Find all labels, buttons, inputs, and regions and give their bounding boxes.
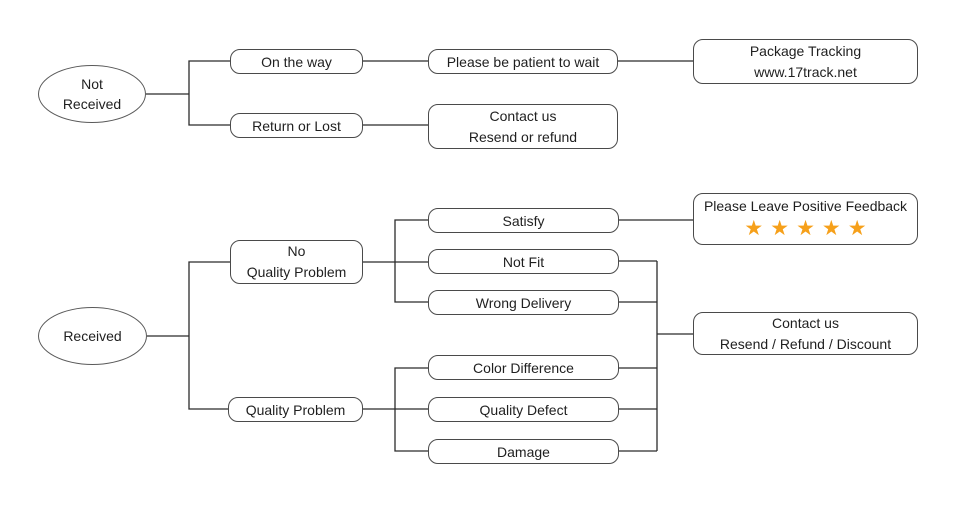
- node-label: Package Tracking www.17track.net: [749, 42, 862, 80]
- node-label: Satisfy: [502, 212, 545, 229]
- node-label: Return or Lost: [252, 117, 341, 134]
- node-wrong-delivery: Wrong Delivery: [428, 290, 619, 315]
- node-satisfy: Satisfy: [428, 208, 619, 233]
- connector-left-bus-upper: [394, 219, 428, 303]
- node-label: Not Received: [62, 76, 122, 112]
- node-color-difference: Color Difference: [428, 355, 619, 380]
- node-label: Contact us Resend / Refund / Discount: [719, 314, 892, 352]
- node-label: Damage: [497, 443, 550, 460]
- node-quality-problem: Quality Problem: [228, 397, 363, 422]
- node-damage: Damage: [428, 439, 619, 464]
- node-received: Received: [38, 307, 147, 365]
- node-no-quality-problem: No Quality Problem: [230, 240, 363, 284]
- node-package-tracking: Package Tracking www.17track.net: [693, 39, 918, 84]
- node-label: Please Leave Positive Feedback: [703, 198, 908, 214]
- node-return-or-lost: Return or Lost: [230, 113, 363, 138]
- node-positive-feedback: Please Leave Positive Feedback ★★★★★: [693, 193, 918, 245]
- node-label: Received: [63, 328, 122, 344]
- node-contact-resend-refund: Contact us Resend or refund: [428, 104, 618, 149]
- node-label: Quality Defect: [479, 401, 568, 418]
- node-label: No Quality Problem: [246, 243, 347, 280]
- connector-left-bus-lower: [394, 367, 428, 452]
- node-label: Color Difference: [473, 359, 574, 376]
- connector-right-bus: [619, 260, 693, 452]
- node-not-received: Not Received: [38, 65, 146, 123]
- connector-received-branch: [147, 261, 230, 410]
- node-quality-defect: Quality Defect: [428, 397, 619, 422]
- node-label: Not Fit: [502, 253, 545, 270]
- node-label: Contact us Resend or refund: [468, 107, 578, 145]
- connector-not-received-branch: [146, 60, 230, 126]
- node-on-the-way: On the way: [230, 49, 363, 74]
- node-label: Wrong Delivery: [475, 294, 572, 311]
- node-label: On the way: [261, 53, 332, 70]
- node-label: Please be patient to wait: [446, 53, 600, 70]
- node-label: Quality Problem: [245, 401, 346, 418]
- node-please-be-patient: Please be patient to wait: [428, 49, 618, 74]
- node-not-fit: Not Fit: [428, 249, 619, 274]
- star-rating-icons: ★★★★★: [744, 216, 874, 240]
- node-contact-resend-refund-discount: Contact us Resend / Refund / Discount: [693, 312, 918, 355]
